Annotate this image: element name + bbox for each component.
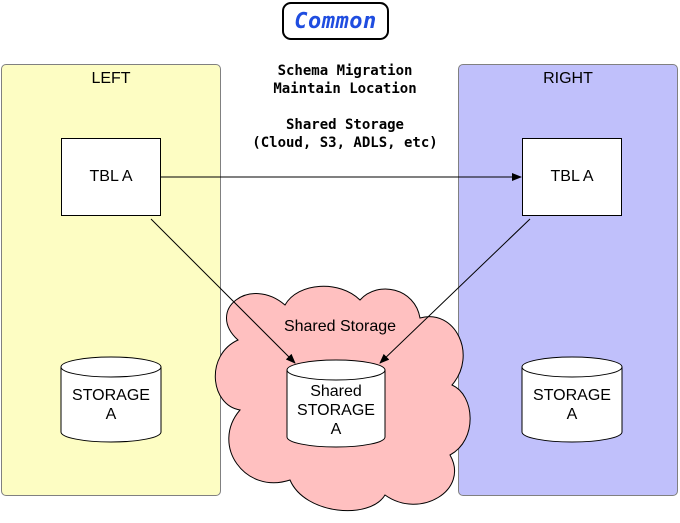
left-storage-label-line-1: STORAGE xyxy=(72,387,150,404)
right-storage-label: STORAGE A xyxy=(522,386,622,424)
right-table-box: TBL A xyxy=(522,138,622,216)
shared-storage-cylinder xyxy=(286,359,386,448)
left-table-box: TBL A xyxy=(61,138,161,216)
shared-storage-label-line-2: STORAGE xyxy=(297,402,375,419)
right-storage-label-line-1: STORAGE xyxy=(533,387,611,404)
diagram-title: Common xyxy=(294,8,377,34)
right-table-label: TBL A xyxy=(550,168,594,185)
arrow-right-table-to-shared-storage xyxy=(379,218,531,364)
shared-storage-cloud-label: Shared Storage xyxy=(283,318,397,335)
right-storage-cylinder xyxy=(521,356,623,443)
migration-notes: Schema Migration Maintain Location Share… xyxy=(225,62,465,152)
notes-line-2: Maintain Location xyxy=(273,81,417,97)
right-storage-label-line-2: A xyxy=(566,406,578,423)
shared-storage-label-line-3: A xyxy=(330,421,342,438)
left-table-label: TBL A xyxy=(89,168,133,185)
left-panel-label: LEFT xyxy=(91,70,131,87)
shared-storage-label: Shared STORAGE A xyxy=(287,382,385,439)
notes-line-4: (Cloud, S3, ADLS, etc) xyxy=(252,135,438,151)
left-storage-cylinder xyxy=(60,356,162,443)
notes-line-3: Shared Storage xyxy=(285,117,404,133)
right-panel-label: RIGHT xyxy=(543,70,593,87)
arrow-left-table-to-shared-storage xyxy=(150,218,296,364)
left-storage-label: STORAGE A xyxy=(61,386,161,424)
shared-storage-label-line-1: Shared xyxy=(310,383,362,400)
notes-line-1: Schema Migration xyxy=(277,63,413,79)
left-storage-label-line-2: A xyxy=(105,406,117,423)
diagram-title-box: Common xyxy=(282,2,389,40)
